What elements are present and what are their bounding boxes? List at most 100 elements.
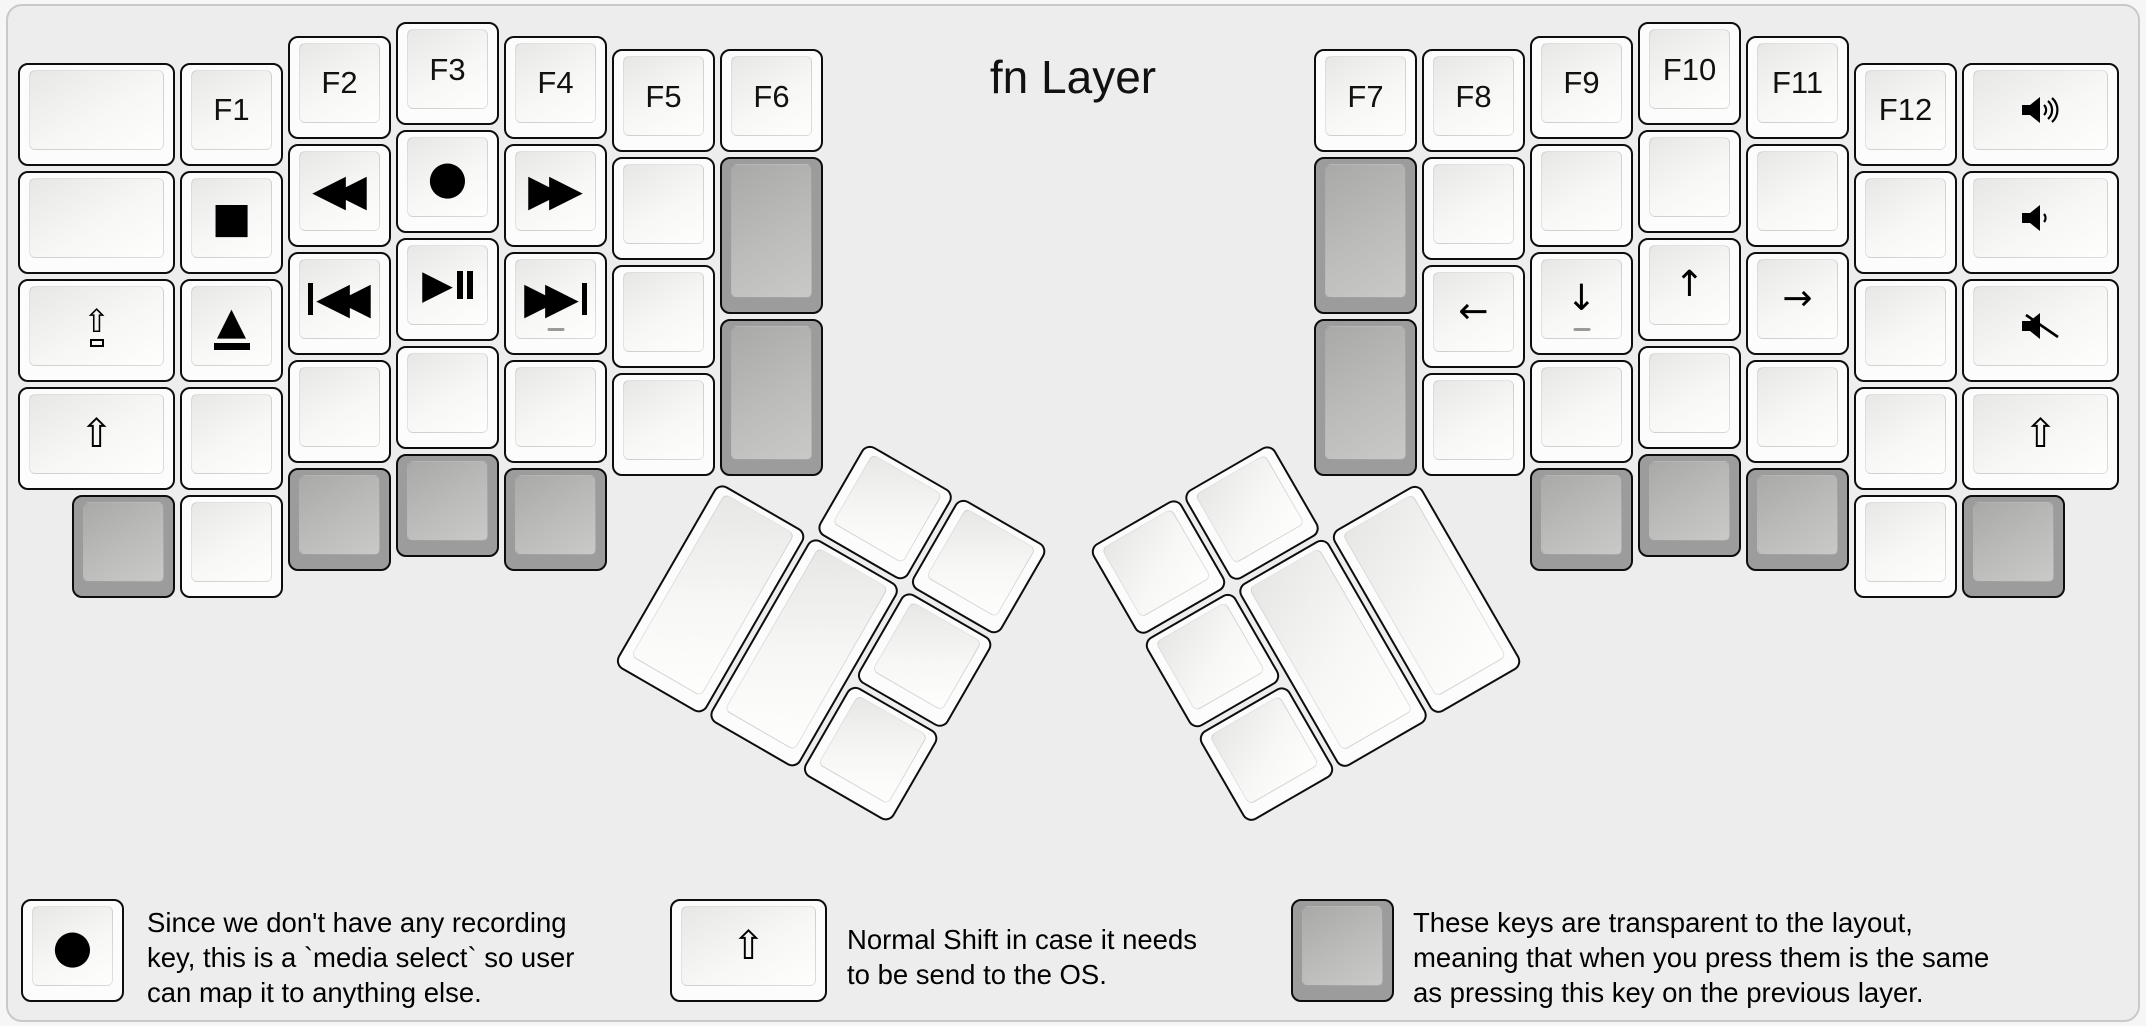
key-caps-shift[interactable]: ⇧: [18, 278, 175, 382]
key-transparent[interactable]: [1746, 467, 1849, 571]
keycap: [623, 272, 704, 352]
key-f11[interactable]: F11: [1746, 35, 1849, 139]
key-prev-track[interactable]: ◀◀: [288, 251, 391, 355]
keycap: →: [1757, 258, 1838, 339]
key-blank[interactable]: [1530, 359, 1633, 463]
key-blank[interactable]: [612, 157, 715, 260]
legend-key-shift[interactable]: ⇧: [670, 899, 827, 1002]
keycap: [925, 507, 1036, 618]
key-arrow-up[interactable]: ↑: [1638, 238, 1741, 341]
key-arrow-right[interactable]: →: [1746, 251, 1849, 355]
key-transparent[interactable]: [288, 467, 391, 571]
key-blank[interactable]: [18, 62, 175, 166]
key-blank[interactable]: [1638, 346, 1741, 449]
keycap: [623, 164, 704, 244]
key-blank[interactable]: [1854, 386, 1957, 490]
key-rewind[interactable]: ◀◀: [288, 143, 391, 247]
key-next-track[interactable]: ▶▶: [504, 251, 607, 355]
keycap: [191, 501, 272, 582]
shift-icon: ⇧: [2023, 410, 2058, 457]
key-transparent[interactable]: [720, 319, 823, 476]
key-transparent[interactable]: [504, 467, 607, 571]
key-blank[interactable]: [1854, 170, 1957, 274]
keycap: [1865, 177, 1946, 258]
key-transparent[interactable]: [1314, 157, 1417, 314]
key-shift[interactable]: ⇧: [1962, 386, 2119, 490]
key-f12[interactable]: F12: [1854, 62, 1957, 166]
keycap: [515, 366, 596, 447]
key-blank[interactable]: [1854, 278, 1957, 382]
key-f9[interactable]: F9: [1530, 35, 1633, 139]
key-blank[interactable]: [612, 265, 715, 368]
keycap: [1101, 508, 1212, 619]
key-label: F10: [1662, 51, 1717, 87]
keycap: [1325, 326, 1406, 460]
key-f7[interactable]: F7: [1314, 49, 1417, 152]
key-f8[interactable]: F8: [1422, 49, 1525, 152]
key-stop[interactable]: ■: [180, 170, 283, 274]
key-blank[interactable]: [180, 386, 283, 490]
keycap: ●: [32, 906, 113, 986]
keycap: ■: [191, 177, 272, 258]
key-blank[interactable]: [396, 346, 499, 449]
key-transparent[interactable]: [1638, 454, 1741, 557]
key-eject[interactable]: ▲: [180, 278, 283, 382]
key-f6[interactable]: F6: [720, 49, 823, 152]
key-blank[interactable]: [288, 359, 391, 463]
keycap: F12: [1865, 69, 1946, 150]
key-label: F6: [753, 78, 790, 114]
key-blank[interactable]: [1746, 359, 1849, 463]
key-record[interactable]: ●: [396, 130, 499, 233]
keycap: F10: [1649, 29, 1730, 109]
key-blank[interactable]: [1530, 143, 1633, 247]
keycap: [1973, 285, 2108, 366]
key-volume-down[interactable]: [1962, 170, 2119, 274]
key-transparent[interactable]: [1314, 319, 1417, 476]
key-label: F1: [213, 92, 250, 127]
key-play-pause[interactable]: ▶: [396, 238, 499, 341]
key-blank[interactable]: [1638, 130, 1741, 233]
key-blank[interactable]: [18, 170, 175, 274]
keycap: ↓: [1541, 258, 1622, 339]
key-volume-up[interactable]: [1962, 62, 2119, 166]
keycap: [515, 474, 596, 555]
key-blank[interactable]: [612, 373, 715, 476]
key-blank[interactable]: [1422, 157, 1525, 260]
key-blank[interactable]: [180, 494, 283, 598]
keycap: [1865, 393, 1946, 474]
key-transparent[interactable]: [1530, 467, 1633, 571]
key-blank[interactable]: [1746, 143, 1849, 247]
key-transparent[interactable]: [72, 494, 175, 598]
key-volume-mute[interactable]: [1962, 278, 2119, 382]
key-shift[interactable]: ⇧: [18, 386, 175, 490]
key-f4[interactable]: F4: [504, 35, 607, 139]
keycap: [1433, 164, 1514, 244]
key-f2[interactable]: F2: [288, 35, 391, 139]
keycap: ◀◀: [299, 150, 380, 231]
keycap: [1541, 150, 1622, 231]
keycap: F9: [1541, 42, 1622, 123]
keycap: [832, 453, 943, 564]
keycap: [1302, 906, 1383, 986]
key-blank[interactable]: [1422, 373, 1525, 476]
key-blank[interactable]: [504, 359, 607, 463]
key-fast-forward[interactable]: ▶▶: [504, 143, 607, 247]
key-transparent[interactable]: [1962, 494, 2065, 598]
key-transparent[interactable]: [720, 157, 823, 314]
keycap: [1541, 366, 1622, 447]
key-f1[interactable]: F1: [180, 62, 283, 166]
legend-key-transparent[interactable]: [1291, 899, 1394, 1002]
key-f3[interactable]: F3: [396, 22, 499, 125]
key-arrow-left[interactable]: ←: [1422, 265, 1525, 368]
rewind-icon: ◀◀: [312, 164, 367, 216]
key-arrow-down[interactable]: ↓: [1530, 251, 1633, 355]
key-f5[interactable]: F5: [612, 49, 715, 152]
keycap: ⇧: [1973, 393, 2108, 474]
key-f10[interactable]: F10: [1638, 22, 1741, 125]
keycap: [29, 177, 164, 258]
legend-text-record: Since we don't have any recording key, t…: [147, 907, 575, 1008]
key-blank[interactable]: [1854, 494, 1957, 598]
key-transparent[interactable]: [396, 454, 499, 557]
keycap: [1865, 501, 1946, 582]
legend-key-record[interactable]: ●: [21, 899, 124, 1002]
